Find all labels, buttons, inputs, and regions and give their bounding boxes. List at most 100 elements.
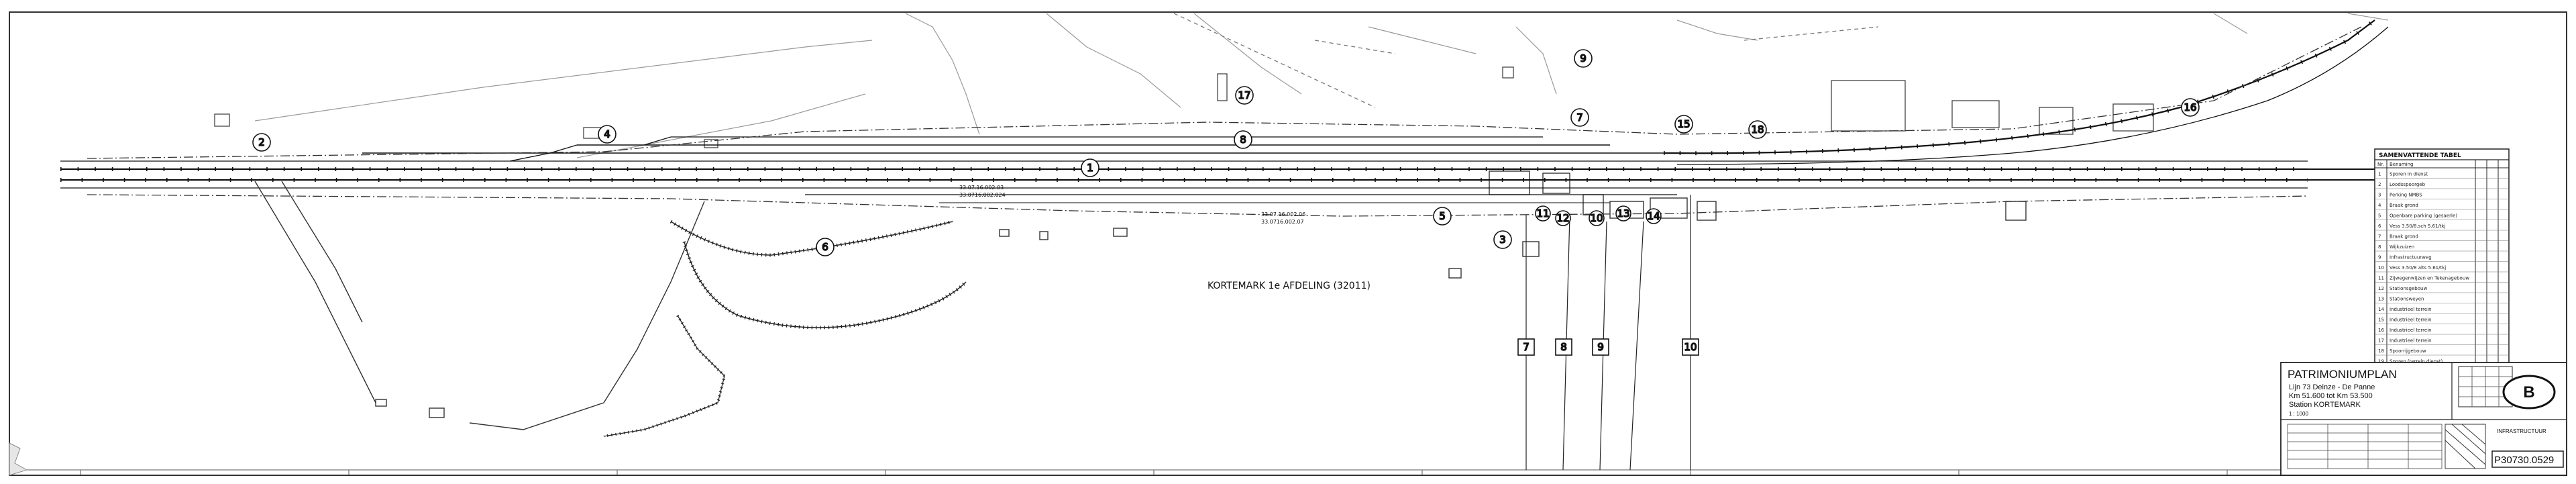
svg-text:10: 10 [1684, 341, 1697, 353]
summary-row-nr: 17 [2378, 338, 2384, 344]
summary-row-name: Stationsgebouw [2390, 286, 2427, 291]
track-label: 33.0716.002.07 [1261, 219, 1304, 225]
marker-circle-5: 5 [1433, 207, 1452, 226]
marker-circle-3: 3 [1493, 230, 1512, 249]
marker-circle-10: 10 [1589, 210, 1605, 226]
summary-row-name: Sporen in dienst [2390, 172, 2428, 177]
svg-text:9: 9 [1597, 341, 1604, 353]
marker-circle-1: 1 [1081, 158, 1099, 177]
ditch-dashes [1173, 13, 1879, 108]
parcel-boundary [87, 26, 2362, 217]
drawing-number: P30730.0529 [2494, 454, 2554, 466]
sheet-frame [9, 11, 2567, 476]
title-block-scale: 1 : 1000 [2289, 411, 2308, 417]
summary-row-name: Industrieel terrein [2390, 338, 2432, 344]
svg-text:11: 11 [1536, 207, 1549, 220]
summary-row-name: Spoorrijgebouw [2390, 348, 2426, 354]
svg-text:7: 7 [1576, 111, 1583, 124]
buildings-station [375, 171, 2027, 418]
summary-row-nr: 14 [2378, 307, 2384, 312]
summary-col-nr: Nr. [2377, 162, 2384, 167]
svg-text:9: 9 [1580, 52, 1587, 64]
circled-markers: 1 2 3 4 5 6 7 8 9 10 11 12 13 14 15 16 1… [252, 49, 2200, 256]
parcel-lines [254, 13, 2389, 158]
title-block-org: INFRASTRUCTUUR [2497, 428, 2546, 434]
summary-row-name: Openbare parking (gesaerle) [2390, 213, 2457, 219]
summary-row-nr: 10 [2378, 265, 2384, 271]
marker-box-9: 9 [1592, 338, 1609, 356]
marker-circle-15: 15 [1674, 115, 1693, 134]
svg-text:16: 16 [2184, 101, 2196, 113]
summary-row-nr: 11 [2378, 276, 2384, 281]
summary-row-name: Vess 3.50/8.sch 5.61/tkj [2390, 224, 2446, 229]
summary-row-name: Infrastructuurweg [2390, 255, 2432, 260]
track-id-labels: 33.07.16.002.03 33.0716.002.024 33.07.16… [959, 185, 1305, 225]
title-block-line3: Station KORTEMARK [2289, 401, 2361, 409]
svg-text:17: 17 [1238, 89, 1250, 101]
summary-row-nr: 18 [2378, 348, 2384, 354]
boxed-markers: 7 8 9 10 [1517, 338, 1699, 356]
summary-row-nr: 19 [2378, 359, 2384, 365]
title-block-title: PATRIMONIUMPLAN [2288, 368, 2397, 381]
summary-row-name: Industrieel terrein [2390, 307, 2432, 312]
summary-row-nr: 3 [2378, 193, 2381, 198]
summary-row-name: Zijwegenwijzen en Tekenagebouw [2390, 276, 2469, 281]
summary-row-name: Industrieel terrein [2390, 328, 2432, 333]
track-label: 33.07.16.002.03 [959, 185, 1004, 191]
marker-circle-8: 8 [1234, 130, 1252, 149]
main-track-bundle [60, 18, 2389, 203]
summary-row-nr: 12 [2378, 286, 2384, 291]
svg-text:6: 6 [822, 241, 828, 253]
svg-text:7: 7 [1523, 341, 1529, 353]
summary-row-nr: 7 [2378, 234, 2381, 240]
summary-row-name: Wijkzuizen [2390, 244, 2414, 250]
buildings-north [214, 66, 2154, 148]
summary-row-nr: 2 [2378, 182, 2381, 187]
svg-text:2: 2 [258, 136, 265, 148]
svg-text:1: 1 [1087, 162, 1093, 174]
marker-circle-14: 14 [1646, 208, 1662, 224]
title-block-line1: Lijn 73 Deinze - De Panne [2289, 383, 2375, 391]
summary-row-nr: 1 [2378, 172, 2381, 177]
logo-letter: B [2523, 383, 2534, 401]
svg-text:10: 10 [1590, 212, 1603, 224]
summary-row-nr: 16 [2378, 328, 2384, 333]
summary-row-nr: 13 [2378, 297, 2384, 302]
marker-circle-13: 13 [1615, 205, 1631, 222]
bottom-frame-ticks [9, 469, 2567, 475]
summary-row-name: Industrieel terrein [2390, 318, 2432, 323]
marker-box-7: 7 [1517, 338, 1535, 356]
summary-row-nr: 5 [2378, 213, 2381, 219]
summary-row-name: Braak grond [2390, 234, 2418, 240]
marker-circle-7: 7 [1570, 108, 1589, 127]
summary-row-name: Perking NMBS [2390, 193, 2422, 198]
nmbs-logo [2502, 375, 2556, 409]
summary-row-name: Loodsspoorgeb [2390, 182, 2426, 187]
svg-text:5: 5 [1439, 210, 1446, 222]
svg-text:13: 13 [1617, 207, 1629, 220]
marker-circle-2: 2 [252, 133, 271, 152]
track-label: 33.0716.002.024 [959, 192, 1006, 198]
diagonal-road [254, 181, 705, 430]
svg-text:14: 14 [1647, 210, 1660, 222]
title-block: PATRIMONIUMPLAN Lijn 73 Deinze - De Pann… [2280, 362, 2567, 476]
marker-circle-12: 12 [1555, 210, 1571, 226]
marker-circle-9: 9 [1574, 49, 1593, 68]
torn-corner [9, 442, 28, 476]
marker-box-10: 10 [1682, 338, 1699, 356]
summary-row-nr: 6 [2378, 224, 2381, 229]
marker-circle-11: 11 [1535, 205, 1551, 222]
marker-circle-18: 18 [1748, 120, 1767, 139]
track-label: 33.07.16.002.06 [1261, 211, 1305, 217]
summary-row-nr: 8 [2378, 244, 2381, 250]
summary-table-title: SAMENVATTENDE TABEL [2379, 152, 2461, 159]
section-title: KORTEMARK 1e AFDELING (32011) [1208, 281, 1371, 291]
summary-row-name: Sporen (terrein dienst) [2390, 359, 2443, 365]
svg-text:3: 3 [1499, 234, 1506, 246]
embankment [603, 220, 967, 438]
svg-text:4: 4 [604, 128, 610, 140]
marker-circle-4: 4 [598, 125, 616, 144]
summary-row-name: Stationsweyen [2390, 297, 2424, 302]
